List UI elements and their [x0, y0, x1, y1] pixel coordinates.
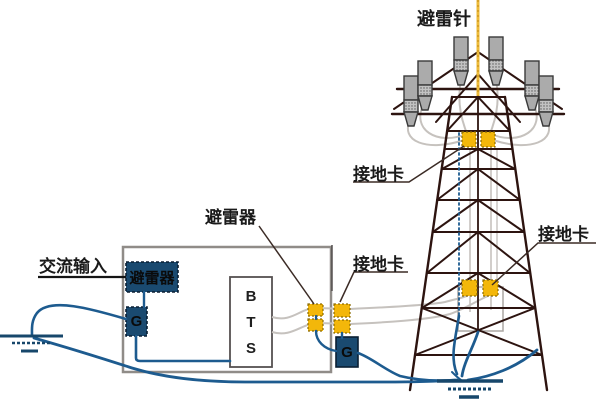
clamp-top-label: 接地卡 — [353, 165, 404, 184]
ac-arrester-label: 避雷器 — [129, 270, 175, 287]
grounding-clamp — [333, 303, 351, 318]
feeder-arrester-clamp — [307, 303, 324, 317]
grounding-clamp — [461, 131, 477, 148]
antenna-icon — [524, 60, 540, 111]
bts-letter-b: B — [245, 287, 257, 305]
ground-symbol-left — [0, 334, 63, 353]
bts-letter-t: T — [246, 313, 256, 331]
feeder-arrester-label: 避雷器 — [205, 208, 256, 227]
ground-symbol-right — [437, 379, 503, 399]
grounding-clamp — [333, 319, 351, 334]
grounding-clamp — [480, 131, 496, 148]
ac-input-label: 交流输入 — [39, 257, 107, 276]
clamp-wall-label: 接地卡 — [353, 255, 404, 274]
grounding-clamp — [482, 279, 499, 297]
ground-bar-left-label: G — [130, 313, 143, 330]
clamp-tower-label: 接地卡 — [538, 225, 589, 244]
ac-arrester-box — [125, 261, 179, 293]
bts-box — [229, 276, 273, 368]
bts-letter-s: S — [245, 339, 256, 357]
grounding-clamp — [461, 279, 478, 297]
bts-label: B T S — [230, 277, 272, 367]
antenna-icon — [488, 36, 504, 86]
feeder-arrester-clamp — [307, 318, 324, 332]
antenna-icon — [453, 36, 469, 86]
antenna-icon — [538, 75, 554, 127]
ground-bar-right-label: G — [341, 343, 353, 361]
antenna-icon — [417, 60, 433, 111]
leader-lines — [258, 145, 596, 305]
antenna-array — [403, 36, 554, 127]
lightning-rod-label: 避雷针 — [417, 9, 471, 29]
antenna-icon — [403, 75, 419, 127]
grounding-clamps — [307, 131, 499, 334]
